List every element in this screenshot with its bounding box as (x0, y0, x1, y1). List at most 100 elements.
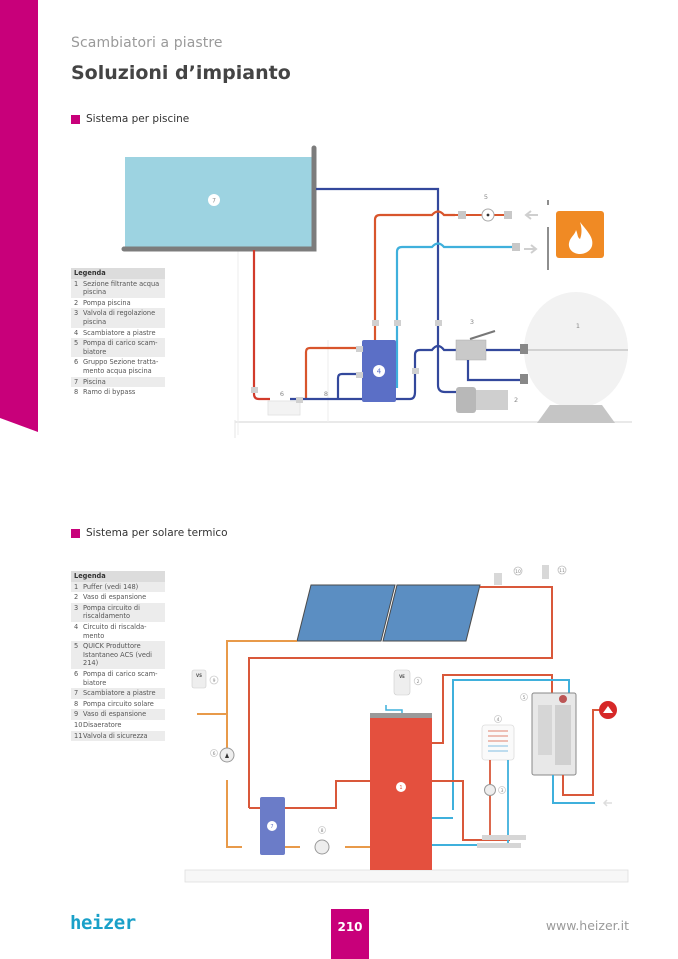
pool-basin: 7 (121, 145, 317, 252)
legend-item-text: Scambiatore a piastre (83, 689, 156, 698)
legend-item-text: Pompa di carico scam-biatore (83, 339, 158, 356)
legend-item-number: 6 (74, 669, 79, 678)
svg-text:3: 3 (470, 318, 474, 326)
expansion-vessel-9: VS 9 (191, 669, 219, 689)
arrow-out-icon (524, 244, 538, 254)
air-separator-10: 10 (494, 566, 523, 585)
pool-pump-2: 2 (456, 387, 518, 413)
legend-item: 7 Scambiatore a piastre (71, 688, 165, 699)
legend-item-text: Gruppo Sezione tratta-mento acqua piscin… (83, 358, 159, 375)
svg-text:3: 3 (501, 788, 504, 794)
ground-slab (184, 869, 629, 883)
arrow-in-icon (602, 799, 612, 807)
safety-valve-11: 11 (542, 565, 567, 579)
legend-item-number: 10 (74, 720, 83, 729)
legend-item-number: 3 (74, 603, 79, 612)
svg-text:2: 2 (514, 396, 518, 404)
svg-text:5: 5 (523, 695, 526, 701)
svg-text:1: 1 (576, 322, 580, 330)
svg-text:5: 5 (484, 193, 488, 201)
legend-item-text: Circuito di riscalda-mento (83, 622, 147, 640)
legend-item-text: Pompa circuito di riscaldamento (83, 603, 140, 621)
legend-item: 2 Pompa piscina (71, 298, 165, 309)
solar-pump-8: 8 (314, 826, 330, 855)
arrow-in-icon (524, 210, 538, 220)
svg-text:10: 10 (515, 569, 521, 575)
svg-text:11: 11 (559, 568, 565, 574)
svg-text:6: 6 (213, 751, 216, 757)
expansion-vessel-2: VE 2 (385, 669, 423, 713)
legend-item: 5 QUICK Produttore Istantaneo ACS (vedi 2… (71, 641, 165, 669)
legend-item: 6 Pompa di carico scam-biatore (71, 669, 165, 688)
hot-water-outlet-icon (599, 701, 617, 719)
legend-item-number: 2 (74, 593, 79, 602)
legend-item-text: Pompa piscina (83, 298, 131, 307)
svg-text:VS: VS (196, 673, 202, 678)
plate-exchanger-7: 7 (260, 797, 285, 855)
legend-item-text: Disaeratore (83, 720, 122, 729)
solar-collectors (296, 584, 481, 642)
pool-system-diagram: 7 4 3 2 1 6 8 (121, 145, 632, 438)
section-heading-solar: Sistema per solare termico (71, 527, 228, 539)
legend-item-text: Pompa circuito solare (83, 699, 154, 708)
legend-item-text: QUICK Produttore Istantaneo ACS (vedi 21… (83, 642, 153, 668)
sand-filter-1: 1 (520, 292, 628, 423)
svg-text:1: 1 (399, 785, 402, 791)
legend-title: Legenda (71, 571, 165, 582)
bullet-square (71, 114, 80, 124)
solar-system-diagram: 10 11 VS 9 6 7 8 1 VE 2 (184, 565, 629, 883)
legend-item: 3 Pompa circuito di riscaldamento (71, 602, 165, 622)
legend-title: Legenda (71, 268, 165, 279)
legend-item-number: 8 (74, 388, 79, 397)
loading-pump-6: 6 (210, 747, 235, 763)
loading-pump-5: 5 (455, 193, 512, 222)
svg-text:4: 4 (497, 717, 500, 723)
legend-pool: Legenda 1 Sezione filtrante acqua piscina… (71, 268, 165, 398)
website-url[interactable]: www.heizer.it (545, 918, 629, 933)
legend-item-number: 2 (74, 298, 79, 307)
legend-item-text: Vaso di espansione (83, 710, 147, 719)
legend-item-number: 4 (74, 622, 79, 631)
svg-text:8: 8 (324, 390, 328, 398)
legend-item: 2 Vaso di espansione (71, 592, 165, 603)
puffer-tank-1: 1 (370, 713, 432, 870)
legend-item-number: 5 (74, 642, 79, 651)
section-heading-text: Sistema per solare termico (86, 527, 228, 539)
legend-item-text: Ramo di bypass (83, 388, 136, 397)
svg-text:7: 7 (270, 824, 273, 830)
section-heading-text: Sistema per piscine (86, 113, 190, 125)
regulating-valve-3: 3 (455, 318, 496, 361)
svg-text:VE: VE (399, 674, 405, 679)
svg-text:2: 2 (417, 679, 420, 685)
legend-item-number: 1 (74, 279, 79, 288)
quick-dhw-unit-5: 5 (520, 692, 577, 776)
legend-item-number: 11 (74, 731, 83, 740)
legend-item-text: Valvola di regolazione piscina (83, 309, 156, 326)
legend-item-number: 1 (74, 582, 79, 591)
legend-item-text: Sezione filtrante acqua piscina (83, 279, 160, 297)
page-title: Soluzioni d’impianto (71, 62, 291, 84)
legend-item-number: 7 (74, 689, 79, 698)
svg-text:7: 7 (212, 198, 216, 205)
heating-circuit-4: 4 (481, 715, 515, 761)
treatment-group-6: 6 (267, 390, 301, 416)
legend-item: 4 Circuito di riscalda-mento (71, 622, 165, 641)
legend-item: 8 Ramo di bypass (71, 387, 165, 398)
bullet-square (71, 528, 80, 538)
svg-text:6: 6 (280, 390, 284, 398)
legend-item: 1 Sezione filtrante acqua piscina (71, 278, 165, 298)
diagram-marker-7 (208, 194, 220, 206)
legend-item-text: Vaso di espansione (83, 593, 147, 602)
heizer-logo: heizer (70, 912, 136, 934)
heating-pump-3: 3 (484, 784, 506, 796)
legend-item-text: Pompa di carico scam-biatore (83, 669, 158, 687)
